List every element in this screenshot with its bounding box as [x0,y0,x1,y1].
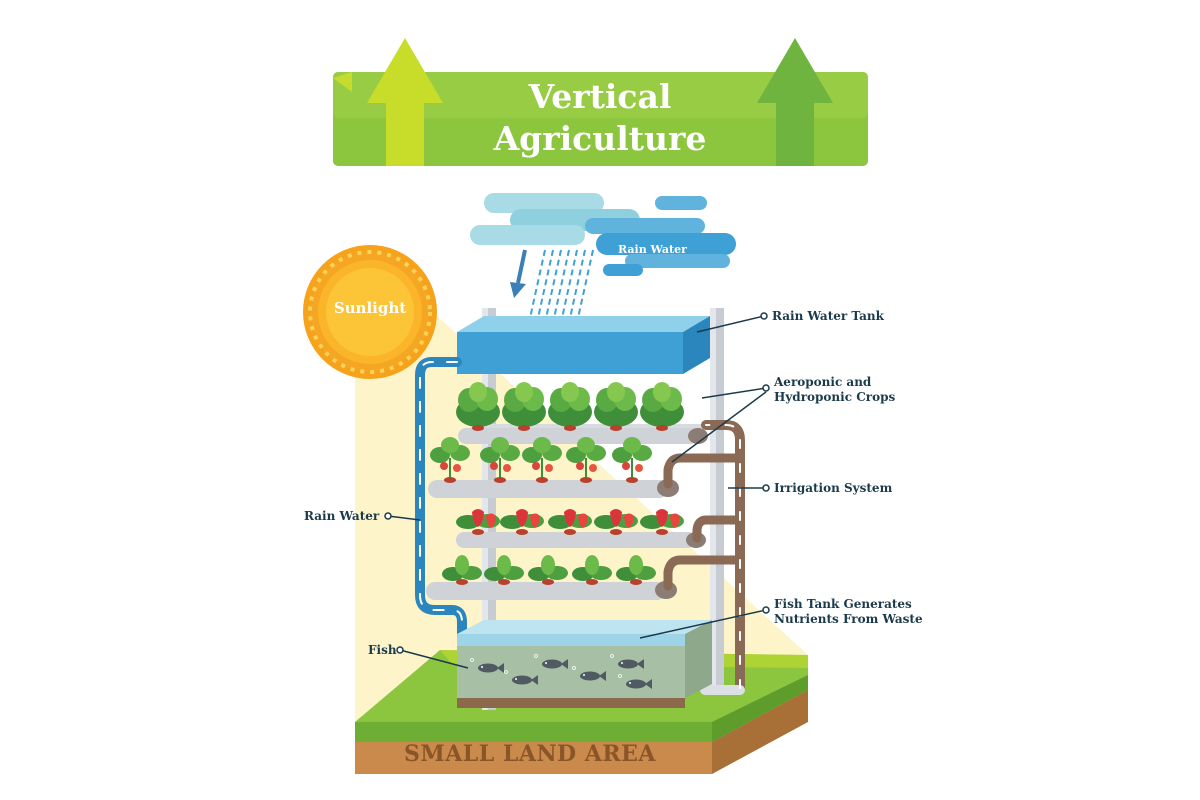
cloud-icon [470,193,736,276]
rain-water-tank [457,316,710,374]
fish-icon [534,654,568,669]
strawberry-icon [640,509,684,535]
strawberry-icon [500,509,544,535]
strawberry-icon [522,437,562,483]
lettuce-row [456,382,684,431]
lettuce-icon [594,382,638,431]
fish-tank-label: Fish Tank Generates Nutrients From Waste [774,597,923,626]
lettuce-icon [616,555,656,585]
fish-icon [572,666,606,681]
lettuce-icon [548,382,592,431]
leader-lines [384,312,770,669]
cloud-rain-water-label: Rain Water [618,243,687,256]
lettuce-icon [502,382,546,431]
rain-arrow-icon [510,249,527,298]
sun-icon [303,245,437,379]
crops-label: Aeroponic and Hydroponic Crops [774,375,896,404]
rain-water-label: Rain Water [304,509,380,523]
irrigation-system-label: Irrigation System [774,481,893,495]
rain-water-pipe [415,357,467,639]
fish-icon [610,654,644,669]
lettuce-icon [572,555,612,585]
arrow-up-icon [757,38,833,166]
lettuce-icon [442,555,482,585]
fish-tank [457,620,712,708]
tier-3-strawberry [456,532,706,548]
sunlight-label: Sunlight [333,299,407,317]
fish-school [470,654,652,689]
tier-2-strawberry [428,479,679,498]
strawberry-icon [456,509,500,535]
lettuce-icon [528,555,568,585]
seedling-row [442,555,656,585]
arrow-up-icon [367,38,443,166]
strawberry-row [456,509,684,535]
strawberry-bush-row [430,437,652,483]
lettuce-icon [456,382,500,431]
fish-icon [618,674,652,689]
strawberry-icon [480,437,520,483]
strawberry-icon [612,437,652,483]
strawberry-icon [566,437,606,483]
irrigation-system [663,420,745,695]
page-title: Vertical Agriculture [493,77,707,158]
rain-icon [529,249,594,319]
strawberry-icon [594,509,638,535]
lettuce-icon [640,382,684,431]
small-land-area-label: SMALL LAND AREA [404,741,656,767]
strawberry-icon [548,509,592,535]
title-banner [333,38,868,166]
fish-label: Fish [368,643,397,657]
lettuce-icon [484,555,524,585]
rain-water-tank-label: Rain Water Tank [772,309,884,323]
fish-icon [504,670,538,685]
fish-icon [470,658,504,673]
strawberry-icon [430,437,470,483]
